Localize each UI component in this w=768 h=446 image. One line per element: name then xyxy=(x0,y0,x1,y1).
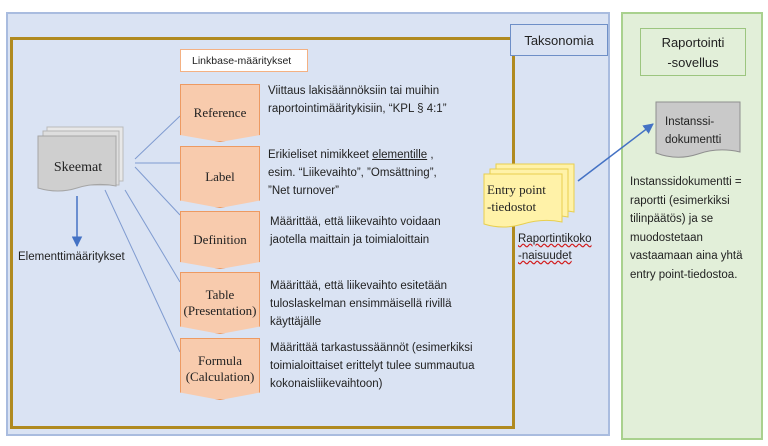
table-desc-line2: tuloslaskelman ensimmäisellä rivillä xyxy=(270,298,452,310)
label-description: Erikieliset nimikkeet elementille , esim… xyxy=(268,146,488,200)
reference-box: Reference xyxy=(180,84,260,142)
definition-box: Definition xyxy=(180,211,260,269)
label-desc-line2: esim. “Liikevaihto”, ”Omsättning”, xyxy=(268,167,437,179)
label-desc-post: , xyxy=(427,149,434,161)
reference-title: Reference xyxy=(193,105,247,120)
table-box: Table (Presentation) xyxy=(180,272,260,334)
reference-desc-line1: Viittaus lakisäännöksiin tai muihin xyxy=(268,85,440,97)
entry-point-line1: Entry point xyxy=(487,182,546,197)
table-subtitle: (Presentation) xyxy=(183,303,257,318)
reporting-entities-line1: Raportintikoko xyxy=(518,233,592,245)
entry-point-line2: -tiedostot xyxy=(487,199,537,214)
instance-line2: dokumentti xyxy=(665,134,722,146)
definition-title: Definition xyxy=(193,232,247,247)
entry-point-stack-icon xyxy=(483,163,575,228)
taxonomy-frame xyxy=(10,37,515,429)
label-box: Label xyxy=(180,146,260,208)
formula-description: Määrittää tarkastussäännöt (esimerkiksi … xyxy=(270,339,510,393)
entry-point-label: Entry point -tiedostot xyxy=(487,181,557,215)
table-title: Table xyxy=(205,287,235,302)
instance-description: Instanssidokumentti = raportti (esimerki… xyxy=(630,176,743,281)
label-desc-pre: Erikieliset nimikkeet xyxy=(268,149,373,161)
skeemat-label: Skeemat xyxy=(53,160,103,175)
elements-label: Elementtimääritykset xyxy=(18,251,125,263)
formula-desc-line2: toimialoittaiset erittelyt tulee summaut… xyxy=(270,360,475,372)
reporting-app-panel xyxy=(621,12,763,440)
reporting-app-title-line2: -sovellus xyxy=(667,55,719,70)
instance-line1: Instanssi- xyxy=(665,116,715,128)
label-title: Label xyxy=(205,169,235,184)
instance-document-icon xyxy=(655,101,741,158)
linkbase-header: Linkbase-määritykset xyxy=(180,49,308,72)
reference-description: Viittaus lakisäännöksiin tai muihin rapo… xyxy=(268,82,488,118)
formula-title: Formula xyxy=(197,353,243,368)
formula-subtitle: (Calculation) xyxy=(185,369,255,384)
instance-document-label: Instanssi- dokumentti xyxy=(665,113,731,149)
label-desc-line3: ”Net turnover” xyxy=(268,185,339,197)
formula-desc-line3: kokonaisliikevaihtoon) xyxy=(270,378,383,390)
table-description: Määrittää, että liikevaihto esitetään tu… xyxy=(270,277,490,331)
taxonomy-label: Taksonomia xyxy=(510,24,608,56)
reporting-entities-line2: -naisuudet xyxy=(518,250,572,262)
table-desc-line1: Määrittää, että liikevaihto esitetään xyxy=(270,280,448,292)
formula-desc-line1: Määrittää tarkastussäännöt (esimerkiksi xyxy=(270,342,473,354)
formula-box: Formula (Calculation) xyxy=(180,338,260,400)
label-desc-line1: Erikieliset nimikkeet elementille , xyxy=(268,146,488,164)
reporting-app-title-line1: Raportointi xyxy=(661,35,725,50)
table-desc-line3: käyttäjälle xyxy=(270,316,322,328)
skeemat-stack-icon xyxy=(37,126,124,192)
label-desc-link: elementille xyxy=(372,149,428,161)
reporting-app-title: Raportointi -sovellus xyxy=(640,28,746,76)
reporting-entities-label: Raportintikoko -naisuudet xyxy=(518,231,598,265)
definition-desc-line1: Määrittää, että liikevaihto voidaan xyxy=(270,216,441,228)
definition-description: Määrittää, että liikevaihto voidaan jaot… xyxy=(270,213,490,249)
skeemat-connector-lines xyxy=(104,115,181,353)
instance-arrow xyxy=(577,123,654,182)
reference-desc-line2: raportointimääritykisiin, “KPL § 4:1” xyxy=(268,103,447,115)
definition-desc-line2: jaotella maittain ja toimialoittain xyxy=(270,234,430,246)
